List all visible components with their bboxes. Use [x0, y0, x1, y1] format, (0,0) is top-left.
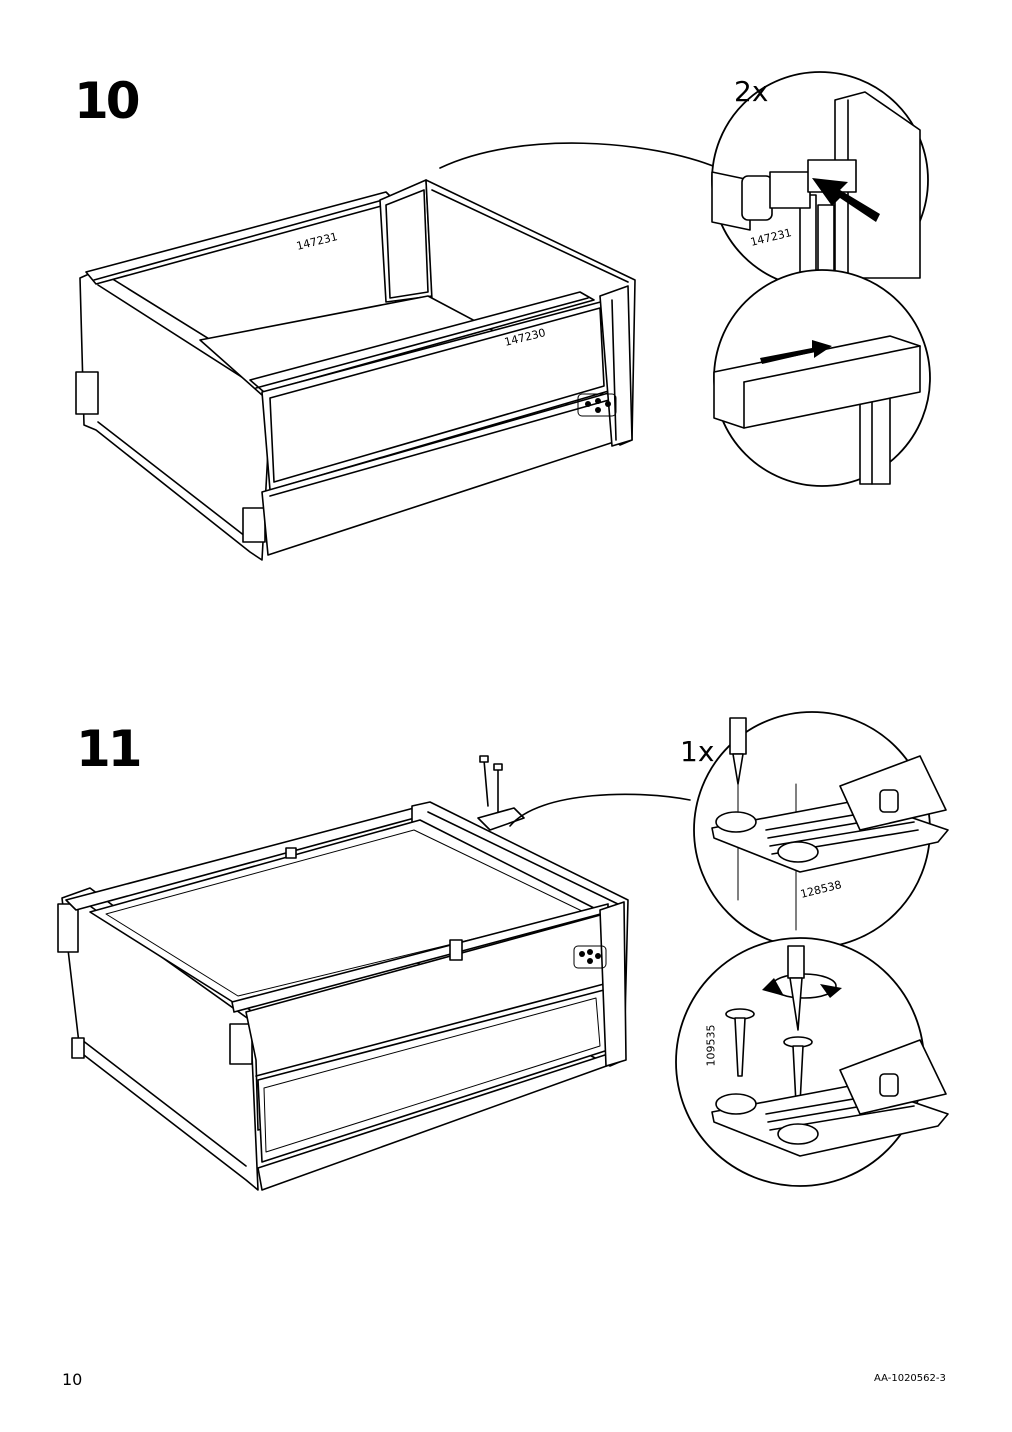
step10-drawer-illustration [75, 142, 719, 561]
step10-detail-zoom-2 [713, 269, 931, 487]
step11-drawer-illustration [57, 755, 691, 1191]
step10-detail-zoom-1 [711, 71, 929, 289]
step11-detail-zoom-2 [675, 937, 949, 1187]
document-id: AA-1020562-3 [874, 1373, 946, 1384]
part-number-screw: 109535 [704, 1024, 718, 1067]
step-number: 11 [76, 720, 143, 778]
quantity-label: 1x [680, 735, 715, 768]
step11-detail-zoom-1 [693, 711, 949, 949]
quantity-label: 2x [734, 75, 769, 108]
page-number: 10 [62, 1370, 83, 1389]
step-number: 10 [74, 72, 141, 130]
